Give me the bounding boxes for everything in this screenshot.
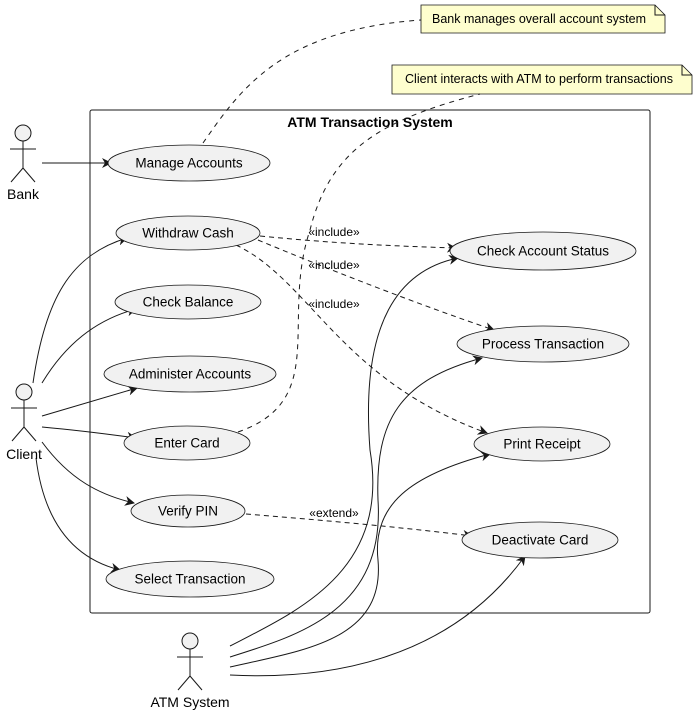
use-case-enter-card[interactable]: Enter Card (123, 425, 251, 461)
assoc-client-verify-pin (41, 441, 135, 506)
note-bank: Bank manages overall account system (420, 4, 666, 34)
label-extend-1: «extend» (309, 506, 359, 520)
use-case-process-transaction-label: Process Transaction (482, 337, 604, 352)
actor-atm-system-icon (177, 632, 203, 691)
use-case-verify-pin-label: Verify PIN (158, 504, 218, 519)
use-case-withdraw-cash[interactable]: Withdraw Cash (115, 215, 261, 251)
assoc-atm-check-account-status (229, 254, 459, 647)
dep-withdraw-check-account-status (259, 235, 457, 253)
assoc-atm-process-transaction (229, 355, 483, 658)
use-case-select-transaction-label: Select Transaction (134, 572, 245, 587)
use-case-deactivate-card[interactable]: Deactivate Card (461, 521, 619, 559)
note-bank-text: Bank manages overall account system (432, 12, 646, 26)
label-include-1: «include» (308, 225, 360, 239)
use-case-verify-pin[interactable]: Verify PIN (130, 494, 246, 528)
use-case-manage-accounts-label: Manage Accounts (135, 156, 243, 171)
note-client-connector (237, 93, 481, 433)
assoc-client-administer-accounts (41, 385, 138, 417)
note-client: Client interacts with ATM to perform tra… (391, 64, 693, 95)
assoc-client-enter-card (41, 426, 137, 442)
assoc-atm-deactivate-card (229, 555, 526, 677)
dep-withdraw-print-receipt (235, 244, 488, 435)
use-case-withdraw-cash-label: Withdraw Cash (142, 226, 234, 241)
actor-bank-icon (10, 124, 36, 183)
use-case-manage-accounts[interactable]: Manage Accounts (107, 144, 271, 182)
use-case-process-transaction[interactable]: Process Transaction (456, 325, 630, 363)
use-case-print-receipt[interactable]: Print Receipt (473, 426, 611, 462)
actor-atm-system-label: ATM System (150, 694, 229, 710)
dep-withdraw-process-transaction (257, 239, 495, 332)
assoc-atm-print-receipt (229, 451, 491, 668)
use-case-administer-accounts[interactable]: Administer Accounts (103, 355, 277, 393)
actor-client[interactable]: Client (6, 383, 42, 462)
actor-client-icon (11, 383, 37, 442)
use-case-deactivate-card-label: Deactivate Card (492, 533, 589, 548)
system-boundary (89, 109, 651, 614)
note-bank-connector (202, 19, 422, 144)
dep-verify-pin-deactivate-card (245, 513, 473, 540)
actor-atm-system[interactable]: ATM System (150, 632, 230, 710)
actor-client-label: Client (6, 446, 42, 462)
use-case-print-receipt-label: Print Receipt (503, 437, 581, 452)
assoc-client-withdraw-cash (32, 235, 128, 384)
label-include-2: «include» (308, 258, 360, 272)
use-case-administer-accounts-label: Administer Accounts (129, 367, 252, 382)
use-case-check-balance-label: Check Balance (143, 295, 234, 310)
use-case-enter-card-label: Enter Card (154, 436, 219, 451)
assoc-client-check-balance (41, 306, 137, 384)
label-include-3: «include» (308, 297, 360, 311)
system-title: ATM Transaction System (287, 114, 452, 130)
use-case-select-transaction[interactable]: Select Transaction (105, 560, 275, 598)
use-case-check-account-status-label: Check Account Status (477, 244, 609, 259)
use-case-check-balance[interactable]: Check Balance (114, 284, 262, 320)
note-client-text: Client interacts with ATM to perform tra… (405, 72, 673, 86)
actor-bank-label: Bank (7, 186, 40, 202)
actor-bank[interactable]: Bank (7, 124, 40, 202)
use-case-check-account-status[interactable]: Check Account Status (449, 231, 637, 271)
assoc-client-select-transaction (35, 457, 121, 573)
